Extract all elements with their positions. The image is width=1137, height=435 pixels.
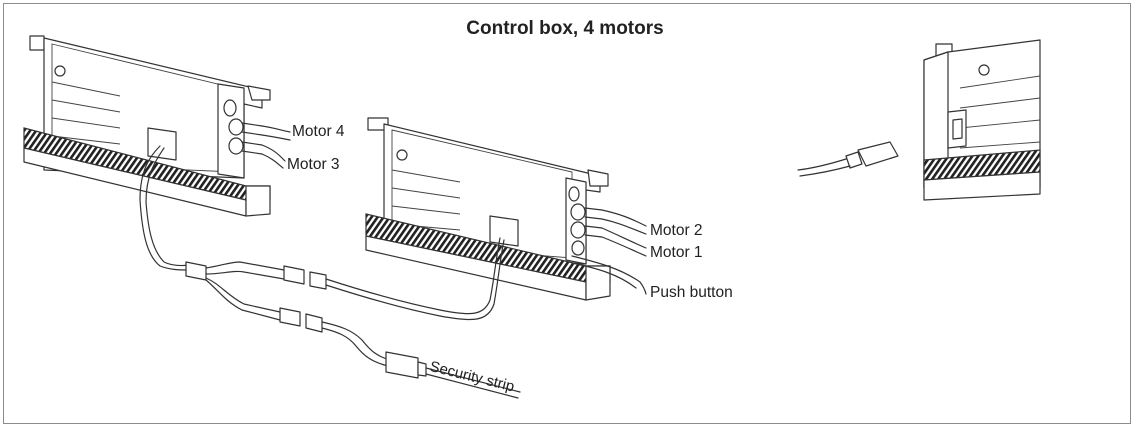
motor-plugs-left: [241, 122, 291, 169]
power-cables: [139, 145, 521, 399]
label-push-button: Push button: [650, 284, 733, 301]
diagram-title: Control box, 4 motors: [466, 18, 664, 39]
label-motor-4: Motor 4: [292, 123, 345, 140]
motor-plugs-middle: [571, 207, 647, 295]
control-box-middle: [365, 117, 611, 301]
power-inlet-detail: [797, 39, 1041, 201]
label-motor-3: Motor 3: [287, 156, 340, 173]
label-motor-1: Motor 1: [650, 244, 703, 261]
label-motor-2: Motor 2: [650, 222, 703, 239]
